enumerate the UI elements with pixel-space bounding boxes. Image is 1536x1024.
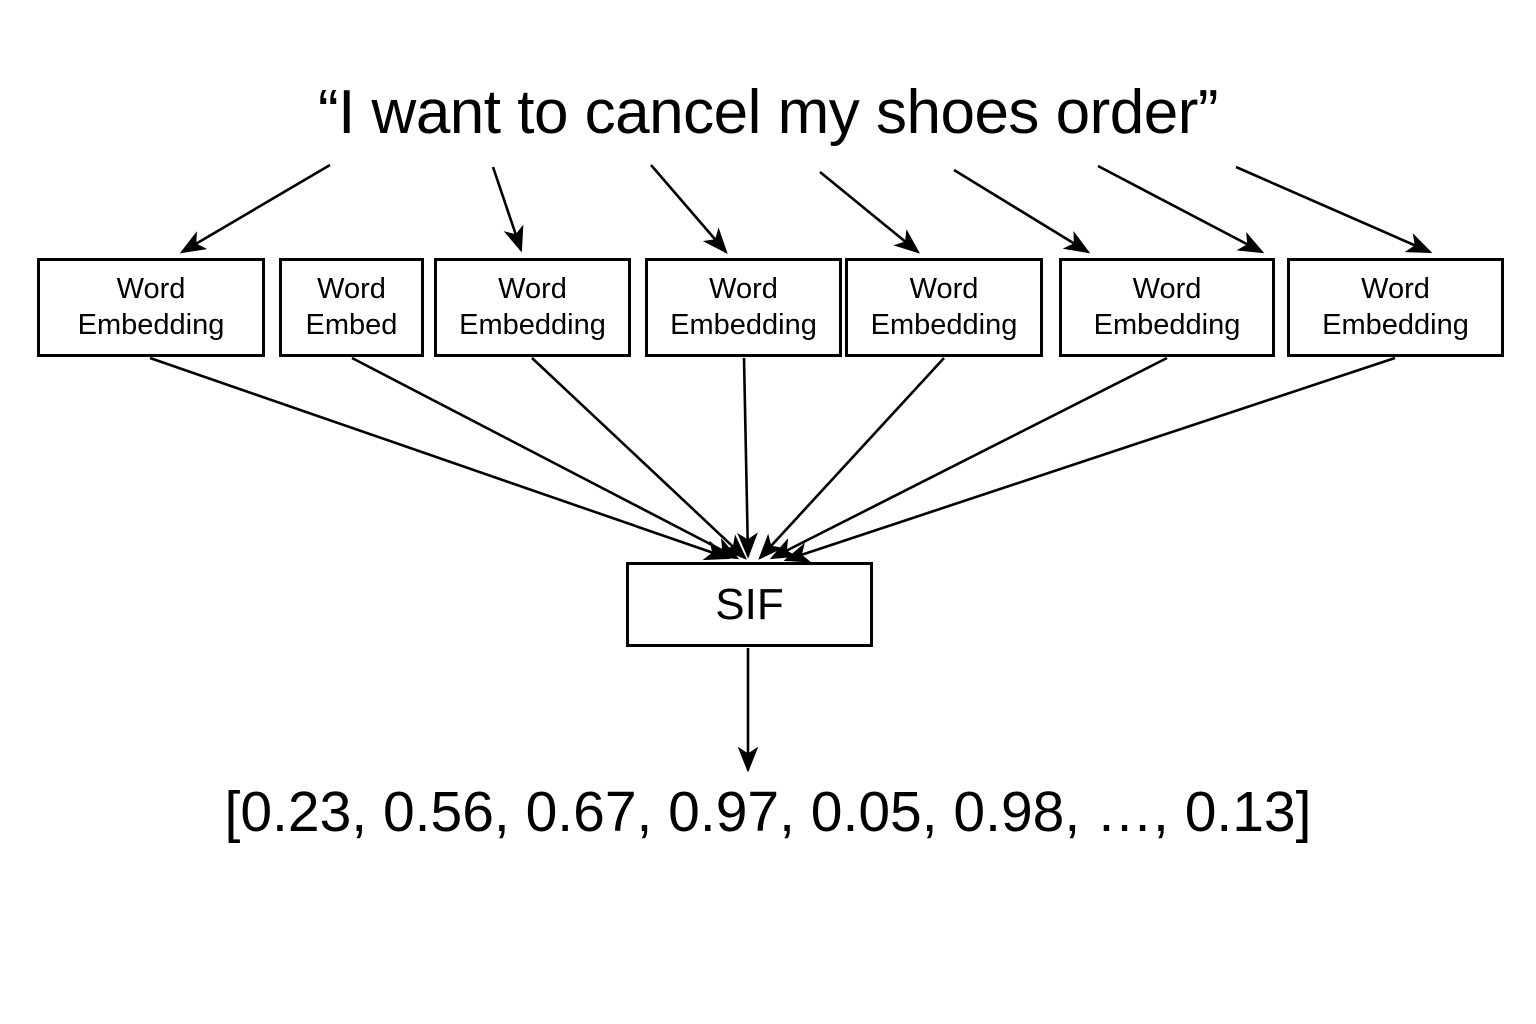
edge-box-7-to-sif <box>783 356 1396 563</box>
input-sentence: “I want to cancel my shoes order” <box>317 78 1219 147</box>
edge-sentence-to-box-4 <box>819 170 921 254</box>
word-embedding-box-1-label: Word Embedding <box>77 272 225 341</box>
edge-box-5-to-sif <box>758 357 945 560</box>
output-vector: [0.23, 0.56, 0.67, 0.97, 0.05, 0.98, …, … <box>224 780 1312 844</box>
word-embedding-box-5[interactable]: Word Embedding <box>845 258 1043 357</box>
edge-sentence-to-box-7 <box>1235 165 1433 254</box>
word-embedding-box-2-label: Word Embed <box>305 272 398 341</box>
word-embedding-box-3[interactable]: Word Embedding <box>434 258 631 357</box>
word-embedding-box-2[interactable]: Word Embed <box>279 258 424 357</box>
word-embedding-box-5-label: Word Embedding <box>870 272 1018 341</box>
edge-box-4-to-sif <box>737 357 758 559</box>
edge-sentence-to-box-3 <box>650 164 728 254</box>
word-embedding-box-7[interactable]: Word Embedding <box>1287 258 1504 357</box>
edge-sentence-to-box-2 <box>491 166 524 253</box>
word-embedding-box-1[interactable]: Word Embedding <box>37 258 265 357</box>
sif-box-label: SIF <box>715 579 784 629</box>
word-embedding-box-6[interactable]: Word Embedding <box>1059 258 1275 357</box>
edge-box-1-to-sif <box>149 356 731 561</box>
edge-box-3-to-sif <box>531 357 747 560</box>
word-embedding-box-7-label: Word Embedding <box>1322 272 1469 341</box>
edge-sentence-to-box-6 <box>1097 164 1265 254</box>
word-embedding-box-3-label: Word Embedding <box>459 272 606 341</box>
word-embedding-box-6-label: Word Embedding <box>1093 272 1241 341</box>
edge-sentence-to-box-1 <box>179 163 331 254</box>
word-embedding-box-4-label: Word Embedding <box>670 272 817 341</box>
edge-box-6-to-sif <box>769 356 1168 560</box>
edge-sentence-to-box-5 <box>953 168 1091 254</box>
sif-box[interactable]: SIF <box>626 562 873 647</box>
word-embedding-box-4[interactable]: Word Embedding <box>645 258 842 357</box>
edge-box-2-to-sif <box>351 356 740 560</box>
